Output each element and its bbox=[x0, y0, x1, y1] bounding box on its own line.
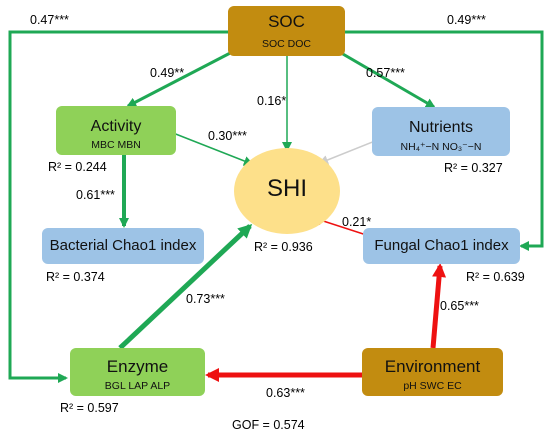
r2-enzyme: R² = 0.597 bbox=[60, 401, 119, 415]
node-fungal: Fungal Chao1 index bbox=[363, 228, 520, 264]
node-environment-sub: pH SWC EC bbox=[403, 380, 462, 392]
node-enzyme: Enzyme BGL LAP ALP bbox=[70, 348, 205, 396]
coef-activity-shi: 0.30*** bbox=[208, 129, 247, 143]
node-environment: Environment pH SWC EC bbox=[362, 348, 503, 396]
node-nutrients: Nutrients NH₄⁺−N NO₃⁻−N bbox=[372, 107, 510, 156]
coef-soc-enzyme: 0.47*** bbox=[30, 13, 69, 27]
coef-enzyme-shi: 0.73*** bbox=[186, 292, 225, 306]
coef-soc-fungal: 0.49*** bbox=[447, 13, 486, 27]
node-activity-sub: MBC MBN bbox=[91, 139, 141, 151]
path-soc-nutrients bbox=[335, 48, 436, 109]
path-soc-enzyme bbox=[8, 30, 228, 383]
gof-label: GOF = 0.574 bbox=[232, 418, 305, 432]
node-enzyme-title: Enzyme bbox=[106, 357, 169, 376]
coef-fungal-shi: 0.21* bbox=[342, 215, 372, 229]
node-bacterial: Bacterial Chao1 index bbox=[42, 228, 204, 264]
path-enzyme-shi bbox=[118, 223, 253, 350]
r2-bacterial: R² = 0.374 bbox=[46, 270, 105, 284]
coef-soc-shi: 0.16* bbox=[257, 94, 287, 108]
node-shi-title: SHI bbox=[266, 175, 307, 202]
r2-nutrients: R² = 0.327 bbox=[444, 161, 503, 175]
coef-soc-activity: 0.49** bbox=[150, 66, 185, 80]
node-enzyme-sub: BGL LAP ALP bbox=[104, 380, 171, 392]
node-environment-title: Environment bbox=[384, 357, 481, 376]
node-shi: SHI bbox=[234, 148, 340, 234]
r2-activity: R² = 0.244 bbox=[48, 160, 107, 174]
node-nutrients-title: Nutrients bbox=[408, 119, 474, 136]
node-activity: Activity MBC MBN bbox=[56, 106, 176, 155]
node-soc-sub: SOC DOC bbox=[261, 38, 311, 50]
coef-env-fungal: 0.65*** bbox=[440, 299, 479, 313]
path-activity-shi bbox=[167, 130, 254, 166]
coef-soc-nutrients: 0.57*** bbox=[366, 66, 405, 80]
path-soc-fungal bbox=[345, 30, 544, 251]
node-nutrients-sub: NH₄⁺−N NO₃⁻−N bbox=[400, 141, 482, 153]
node-fungal-title: Fungal Chao1 index bbox=[374, 237, 509, 254]
node-soc: SOC SOC DOC bbox=[228, 6, 345, 56]
node-activity-title: Activity bbox=[90, 118, 142, 135]
coef-env-enzyme: 0.63*** bbox=[266, 386, 305, 400]
path-soc-activity bbox=[126, 48, 237, 108]
path-env-fungal bbox=[430, 263, 447, 349]
node-bacterial-title: Bacterial Chao1 index bbox=[49, 237, 197, 254]
coef-activity-bacterial: 0.61*** bbox=[76, 188, 115, 202]
node-soc-title: SOC bbox=[268, 12, 305, 31]
r2-fungal: R² = 0.639 bbox=[466, 270, 525, 284]
r2-shi: R² = 0.936 bbox=[254, 240, 313, 254]
